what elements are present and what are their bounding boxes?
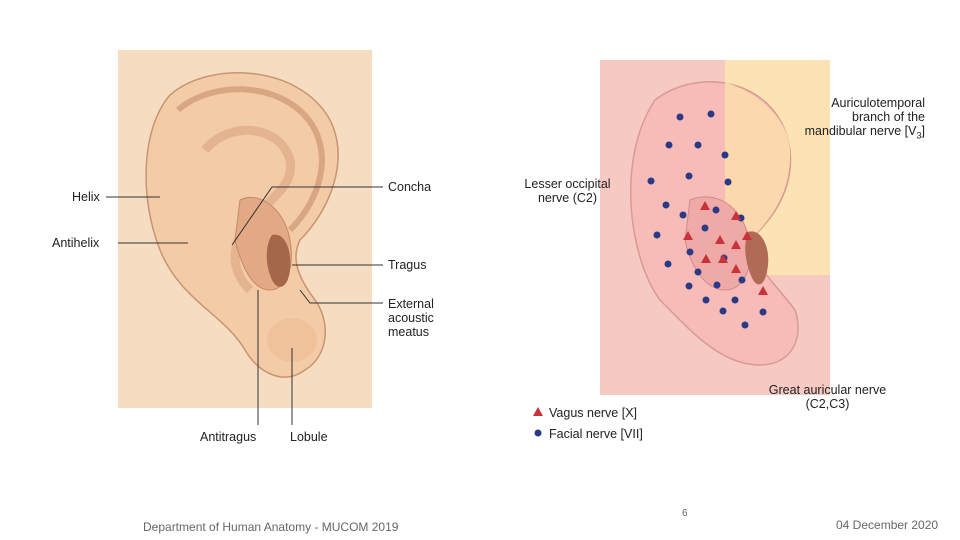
facial-dot bbox=[742, 322, 749, 329]
facial-dot bbox=[739, 277, 746, 284]
facial-dot bbox=[654, 232, 661, 239]
facial-dot bbox=[713, 207, 720, 214]
footer-page-number: 6 bbox=[682, 508, 688, 519]
facial-dot bbox=[663, 202, 670, 209]
facial-dot bbox=[703, 297, 710, 304]
facial-dot bbox=[695, 142, 702, 149]
label-concha: Concha bbox=[388, 180, 431, 194]
facial-dot bbox=[666, 142, 673, 149]
facial-dot bbox=[686, 283, 693, 290]
footer-date: 04 December 2020 bbox=[836, 518, 938, 532]
facial-dot bbox=[760, 309, 767, 316]
label-lobule: Lobule bbox=[290, 430, 328, 444]
facial-dot bbox=[687, 249, 694, 256]
facial-dot bbox=[708, 111, 715, 118]
facial-dot bbox=[732, 297, 739, 304]
label-antihelix: Antihelix bbox=[52, 236, 99, 250]
label-great-auricular: Great auricular nerve (C2,C3) bbox=[755, 383, 900, 411]
legend-vagus-label: Vagus nerve [X] bbox=[549, 406, 637, 420]
footer-department: Department of Human Anatomy - MUCOM 2019 bbox=[143, 520, 398, 534]
legend-facial-dot bbox=[535, 430, 542, 437]
label-antitragus: Antitragus bbox=[200, 430, 256, 444]
label-tragus: Tragus bbox=[388, 258, 426, 272]
label-helix: Helix bbox=[72, 190, 100, 204]
facial-dot bbox=[722, 152, 729, 159]
facial-dot bbox=[714, 282, 721, 289]
legend-facial-label: Facial nerve [VII] bbox=[549, 427, 643, 441]
label-external-acoustic-meatus: External acoustic meatus bbox=[388, 297, 434, 339]
facial-dot bbox=[686, 173, 693, 180]
label-auriculotemporal: Auriculotemporal branch of the mandibula… bbox=[785, 96, 925, 143]
facial-dot bbox=[648, 178, 655, 185]
facial-dot bbox=[725, 179, 732, 186]
facial-dot bbox=[665, 261, 672, 268]
facial-dot bbox=[677, 114, 684, 121]
facial-dot bbox=[680, 212, 687, 219]
facial-dot bbox=[720, 308, 727, 315]
label-lesser-occipital: Lesser occipital nerve (C2) bbox=[515, 177, 620, 205]
facial-dot bbox=[702, 225, 709, 232]
legend-vagus-triangle bbox=[533, 407, 543, 416]
facial-dot bbox=[695, 269, 702, 276]
